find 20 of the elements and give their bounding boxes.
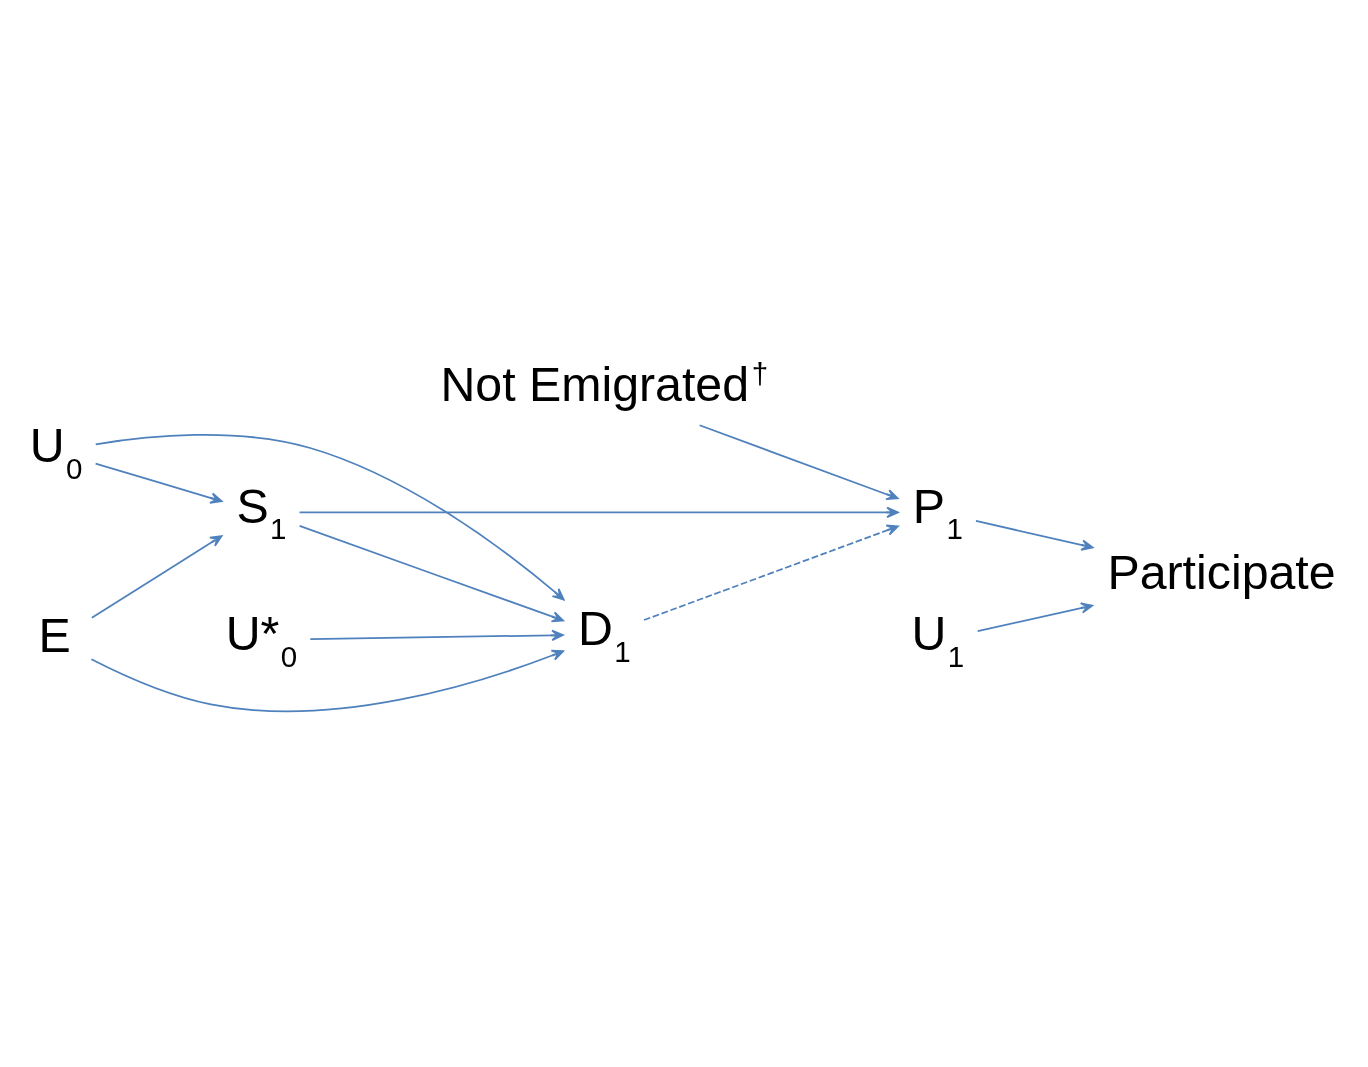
node-text: P$_{1}$ xyxy=(912,478,963,546)
arrow xyxy=(976,602,1094,632)
node-text: U$_{1}$ xyxy=(911,606,965,673)
arrow xyxy=(94,434,565,601)
node-text: Participate xyxy=(1107,544,1336,599)
arrow xyxy=(643,524,899,621)
node-text: E xyxy=(38,607,71,662)
arrow xyxy=(298,525,565,623)
arrow xyxy=(975,520,1094,551)
node-text: S$_{1}$ xyxy=(236,478,287,546)
arrow xyxy=(698,424,899,501)
arrow xyxy=(90,535,223,619)
arrow xyxy=(94,462,223,504)
arrow xyxy=(309,629,564,641)
node-text: D$_{1}$ xyxy=(577,601,631,668)
arrow xyxy=(90,649,564,713)
node-text: U*$_{0}$ xyxy=(225,606,298,673)
node-text: Not Emigrated$^{†}$ xyxy=(440,356,769,411)
node-text: U$_{0}$ xyxy=(29,418,83,485)
arrow xyxy=(298,506,899,519)
